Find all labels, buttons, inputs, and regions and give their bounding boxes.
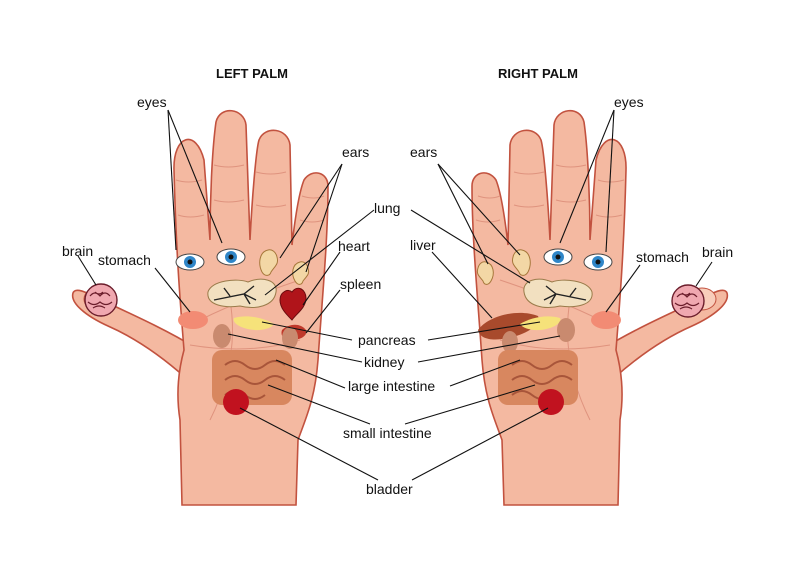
left-kidney-icon (213, 324, 231, 348)
left-stomach-icon (178, 311, 208, 329)
label-ears-right: ears (410, 144, 437, 160)
label-eyes-left: eyes (137, 94, 167, 110)
right-ears-icon (476, 249, 531, 285)
right-bladder-icon (538, 389, 564, 415)
label-bladder: bladder (366, 481, 413, 497)
label-brain-right: brain (702, 244, 733, 260)
label-spleen: spleen (340, 276, 381, 292)
right-intestines-icon (498, 350, 578, 405)
left-pancreas-icon (233, 316, 274, 331)
left-hand (71, 109, 329, 506)
label-stomach-right: stomach (636, 249, 689, 265)
label-brain-left: brain (62, 243, 93, 259)
right-lung-icon (523, 278, 593, 308)
left-brain-icon (84, 283, 118, 317)
label-eyes-right: eyes (614, 94, 644, 110)
label-large-intestine: large intestine (348, 378, 435, 394)
label-stomach-left: stomach (98, 252, 151, 268)
label-lung: lung (374, 200, 400, 216)
left-ears-icon (259, 249, 310, 285)
left-palm-title: LEFT PALM (216, 66, 288, 81)
left-lung-icon (207, 278, 277, 308)
left-bladder-icon (223, 389, 249, 415)
right-stomach-icon (591, 311, 621, 329)
left-heart-icon (279, 287, 307, 321)
right-palm-title: RIGHT PALM (498, 66, 578, 81)
right-brain-icon (671, 284, 705, 318)
label-ears-left: ears (342, 144, 369, 160)
right-liver-icon (478, 312, 539, 340)
label-small-intestine: small intestine (343, 425, 432, 441)
left-eyes-icon (175, 248, 246, 271)
label-liver: liver (410, 237, 436, 253)
label-heart: heart (338, 238, 370, 254)
leader-lines (77, 109, 713, 481)
right-pancreas-icon (520, 316, 561, 331)
right-eyes-icon (543, 248, 613, 271)
label-pancreas: pancreas (358, 332, 416, 348)
left-intestines-icon (212, 350, 292, 405)
label-kidney: kidney (364, 354, 404, 370)
right-hand (471, 109, 729, 506)
right-kidney-icon (557, 318, 575, 342)
